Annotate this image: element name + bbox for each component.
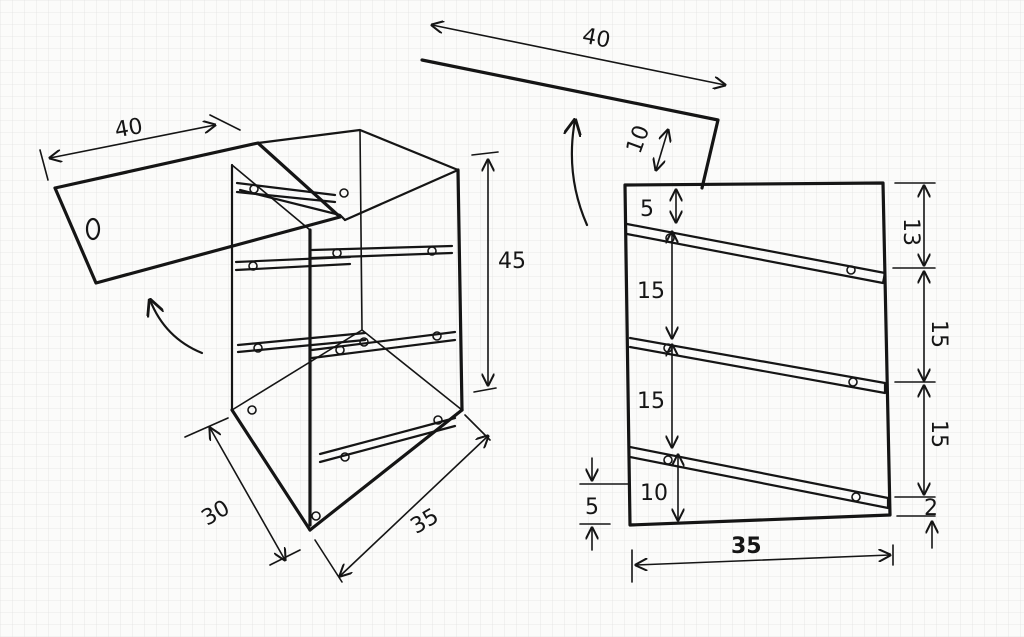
side-dim-front-bottom-label: 5 [585, 495, 599, 520]
side-dim-width-label: 35 [731, 534, 762, 559]
shelf-peg [427, 246, 437, 256]
side-dim-bottom-gap-label: 10 [640, 481, 668, 506]
dim-height-label: 45 [498, 249, 526, 274]
box-top-right-edge [343, 168, 460, 222]
box-bottom-back [231, 329, 463, 411]
side-panel-outline [623, 181, 892, 527]
shelf-peg [433, 415, 443, 425]
side-dim-back-bottom-label: 2 [924, 496, 938, 521]
side-shelf-2 [628, 336, 887, 395]
shelf-peg [253, 343, 263, 353]
side-dim-width-line [636, 555, 890, 565]
dim-height-ext [471, 151, 499, 393]
box-back-inner-edge [359, 129, 363, 331]
dim-lid-width-label: 40 [113, 114, 145, 143]
side-dim-back-gap1-label: 15 [926, 320, 951, 348]
side-dim-lid-label: 40 [580, 24, 612, 54]
side-dim-width-ext [631, 544, 894, 583]
shelf-mid-right [310, 330, 457, 360]
side-shelf-3 [628, 445, 890, 510]
side-dim-drop-line [656, 130, 668, 170]
dim-lid-ext [39, 114, 241, 181]
isometric-view: 40 45 30 35 [39, 114, 526, 583]
side-dim-gap2-label: 15 [637, 389, 665, 414]
side-dim-back-top-label: 13 [898, 218, 923, 246]
side-dim-top-gap-label: 5 [640, 197, 654, 222]
shelf-peg [339, 188, 349, 198]
side-dim-lid-line [432, 25, 725, 85]
shelf-peg [248, 261, 258, 271]
box-right-back-edge [456, 168, 464, 412]
side-lid-rotation-arrow [572, 120, 589, 227]
side-dim-front-bottom-ext [579, 483, 629, 525]
side-dim-back-gap2-label: 15 [926, 420, 951, 448]
dim-width-line [340, 436, 488, 576]
side-back-ext-lines [892, 182, 936, 517]
shelf-peg [247, 405, 257, 415]
shelf-peg [432, 331, 442, 341]
side-view: 40 10 5 15 15 10 5 13 15 15 2 35 [420, 24, 951, 583]
dim-depth-ext [184, 417, 301, 566]
side-dim-gap1-label: 15 [637, 279, 665, 304]
shelf-peg [332, 248, 342, 258]
dim-lid-width-line [50, 125, 215, 158]
lid-hole [85, 217, 101, 241]
lid-rotation-arrow [150, 300, 204, 355]
shelf-low-left [236, 331, 367, 354]
shelf-peg [851, 492, 861, 502]
side-shelf-1 [625, 222, 887, 285]
shelf-peg [359, 337, 369, 347]
box-mid-divider [238, 188, 347, 222]
dim-depth-line [210, 428, 285, 560]
shelf-peg [249, 184, 259, 194]
shelf-peg [311, 511, 321, 521]
shelf-peg [848, 377, 858, 387]
shelf-peg [335, 345, 345, 355]
shelf-peg [846, 265, 856, 275]
dim-width-ext [314, 414, 491, 583]
